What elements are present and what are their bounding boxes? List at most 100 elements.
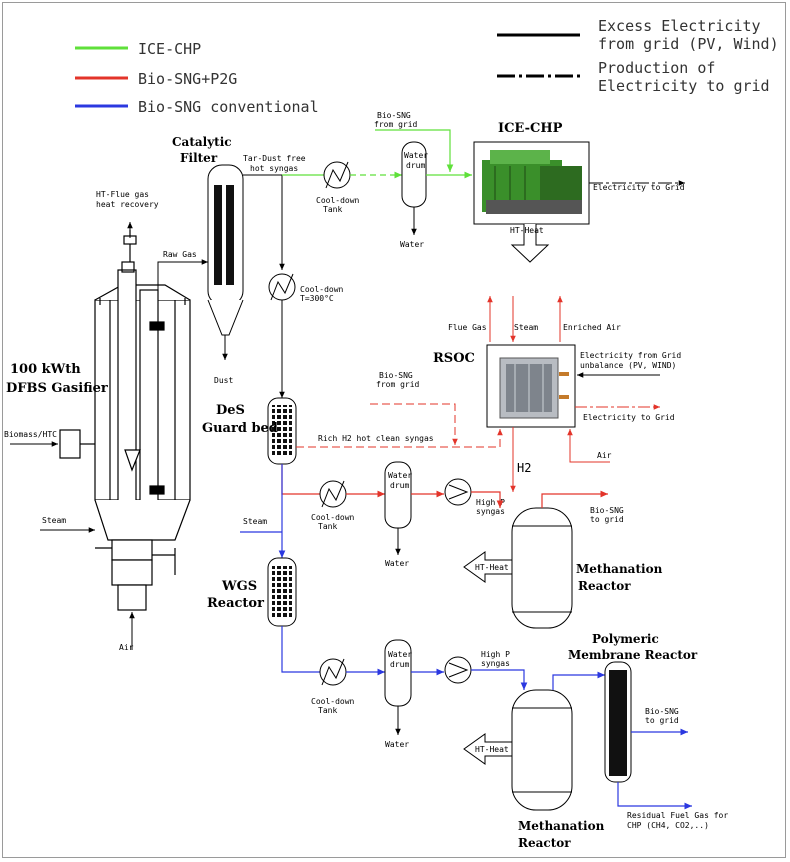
tar-free-label-2: hot syngas <box>250 164 298 173</box>
tar-free-label-1: Tar-Dust free <box>243 154 306 163</box>
ht-heat-mid-label: HT-Heat <box>475 563 509 572</box>
biomass-label: Biomass/HTC <box>4 430 57 439</box>
cooldown-tank-top-label-1: Cool-down <box>316 196 360 205</box>
blue-wgs-to-cooldown <box>281 626 320 673</box>
pmr-title-2: Membrane Reactor <box>568 648 698 662</box>
biosng-to-grid-bot-label-2: to grid <box>645 716 679 725</box>
elec-to-grid-rsoc-label: Electricity to Grid <box>583 413 675 422</box>
elec-from-grid-label-2: unbalance (PV, WIND) <box>580 361 676 370</box>
water-bot-label: Water <box>385 740 409 749</box>
air-rsoc-label: Air <box>597 451 612 460</box>
rsoc-title: RSOC <box>433 351 475 366</box>
biosng-grid-mid-label-2: from grid <box>376 380 420 389</box>
blue-meth2-to-pmr <box>552 671 605 690</box>
rich-h2-line <box>296 429 503 448</box>
gasifier <box>59 230 191 611</box>
residual-fuel-line <box>617 782 692 810</box>
elec-from-grid-label-1: Electricity from Grid <box>580 351 681 360</box>
high-p-bot-label-1: High P <box>481 650 510 659</box>
high-p-mid-label-1: High P <box>476 498 505 507</box>
high-p-bot-label-2: syngas <box>481 659 510 668</box>
meth2-title-1: Methanation <box>518 819 605 833</box>
biosng-to-grid-bot-label-1: Bio-SNG <box>645 707 679 716</box>
des-title-1: DeS <box>216 403 245 418</box>
ice-chp-elec-label: Electricity to Grid <box>593 183 685 192</box>
water-drum-mid <box>384 461 412 555</box>
pmr-title-1: Polymeric <box>592 632 659 646</box>
legend: ICE-CHP Bio-SNG+P2G Bio-SNG conventional… <box>75 17 779 116</box>
water-top-label: Water <box>400 240 424 249</box>
meth2-title-2: Reactor <box>518 836 571 850</box>
legend-label-p2g: Bio-SNG+P2G <box>138 70 237 88</box>
ht-heat-bot-arrow <box>463 733 513 765</box>
steam-des-label: Steam <box>243 517 267 526</box>
high-p-mid-label-2: syngas <box>476 507 505 516</box>
dust-label: Dust <box>214 376 233 385</box>
catalytic-filter-title-2: Filter <box>180 151 218 165</box>
biosng-grid-top-line <box>375 129 454 172</box>
cooldown-tank-mid-label-1: Cool-down <box>311 513 355 522</box>
water-drum-bottom <box>384 639 412 735</box>
red-to-meth1 <box>471 491 504 508</box>
ice-chp-title: ICE-CHP <box>498 121 563 136</box>
cooldown-300-label-2: T=300°C <box>300 294 334 303</box>
ht-heat-mid-arrow <box>463 551 513 583</box>
ice-chp-engine <box>473 141 590 225</box>
water-mid-label: Water <box>385 559 409 568</box>
gasifier-title-2: DFBS Gasifier <box>6 381 108 396</box>
blue-to-meth2 <box>471 669 528 690</box>
air-rsoc-line <box>567 429 610 463</box>
meth1-title-2: Reactor <box>578 579 631 593</box>
legend-label-ice-chp: ICE-CHP <box>138 40 201 58</box>
raw-gas-line <box>157 259 208 290</box>
biosng-grid-mid-label-1: Bio-SNG <box>379 371 413 380</box>
legend-label-excess-2: from grid (PV, Wind) <box>598 35 779 53</box>
biosng-to-grid-mid-label-1: Bio-SNG <box>590 506 624 515</box>
h2-label: H2 <box>517 461 531 475</box>
enriched-air-label: Enriched Air <box>563 323 621 332</box>
ht-heat-top-label: HT-Heat <box>510 226 544 235</box>
water-drum-bot-label-1: Water <box>388 650 412 659</box>
des-title-2: Guard bed <box>202 421 278 436</box>
biosng-to-grid-mid-label-2: to grid <box>590 515 624 524</box>
cooldown-tank-top-label-2: Tank <box>323 205 342 214</box>
des-to-cooldown-red <box>281 464 320 495</box>
air-bottom-label: Air <box>119 643 134 652</box>
methanation-reactor-1 <box>511 507 573 629</box>
water-drum-mid-label-2: drum <box>390 481 409 490</box>
steam-rsoc-label: Steam <box>514 323 538 332</box>
flue-gas-label: Flue Gas <box>448 323 487 332</box>
gasifier-title-1: 100 kWth <box>10 362 81 377</box>
legend-label-excess-1: Excess Electricity <box>598 17 761 35</box>
cooldown-hx-bottom <box>319 658 347 686</box>
steam-left-label: Steam <box>42 516 66 525</box>
biosng-grid-mid-line <box>370 403 458 445</box>
syngas-line-top <box>243 174 285 270</box>
ht-heat-bot-label: HT-Heat <box>475 745 509 754</box>
rich-h2-label: Rich H2 hot clean syngas <box>318 434 434 443</box>
des-guard-bed <box>267 397 297 465</box>
legend-label-production-1: Production of <box>598 59 715 77</box>
wgs-title-1: WGS <box>221 579 257 594</box>
water-drum-top-label-2: drum <box>406 161 425 170</box>
biosng-to-grid-mid <box>541 490 608 508</box>
ht-flue-gas-label-2: heat recovery <box>96 200 159 209</box>
wgs-reactor <box>267 557 297 627</box>
biosng-grid-top-label-1: Bio-SNG <box>377 111 411 120</box>
cooldown-hx-mid <box>319 480 347 508</box>
biosng-grid-top-label-2: from grid <box>374 120 418 129</box>
catalytic-filter-title-1: Catalytic <box>172 135 232 149</box>
water-drum-top-label-1: Water <box>404 151 428 160</box>
compressor-bottom <box>444 656 472 684</box>
catalytic-filter <box>207 164 244 360</box>
residual-fuel-label-2: CHP (CH4, CO2,..) <box>627 821 709 830</box>
compressor-mid <box>444 478 472 506</box>
cooldown-tank-bot-label-2: Tank <box>318 706 337 715</box>
cooldown-hx-top <box>323 161 351 189</box>
raw-gas-label: Raw Gas <box>163 250 197 259</box>
legend-label-production-2: Electricity to grid <box>598 77 770 95</box>
water-drum-bot-label-2: drum <box>390 660 409 669</box>
wgs-title-2: Reactor <box>207 596 264 611</box>
water-drum-mid-label-1: Water <box>388 471 412 480</box>
